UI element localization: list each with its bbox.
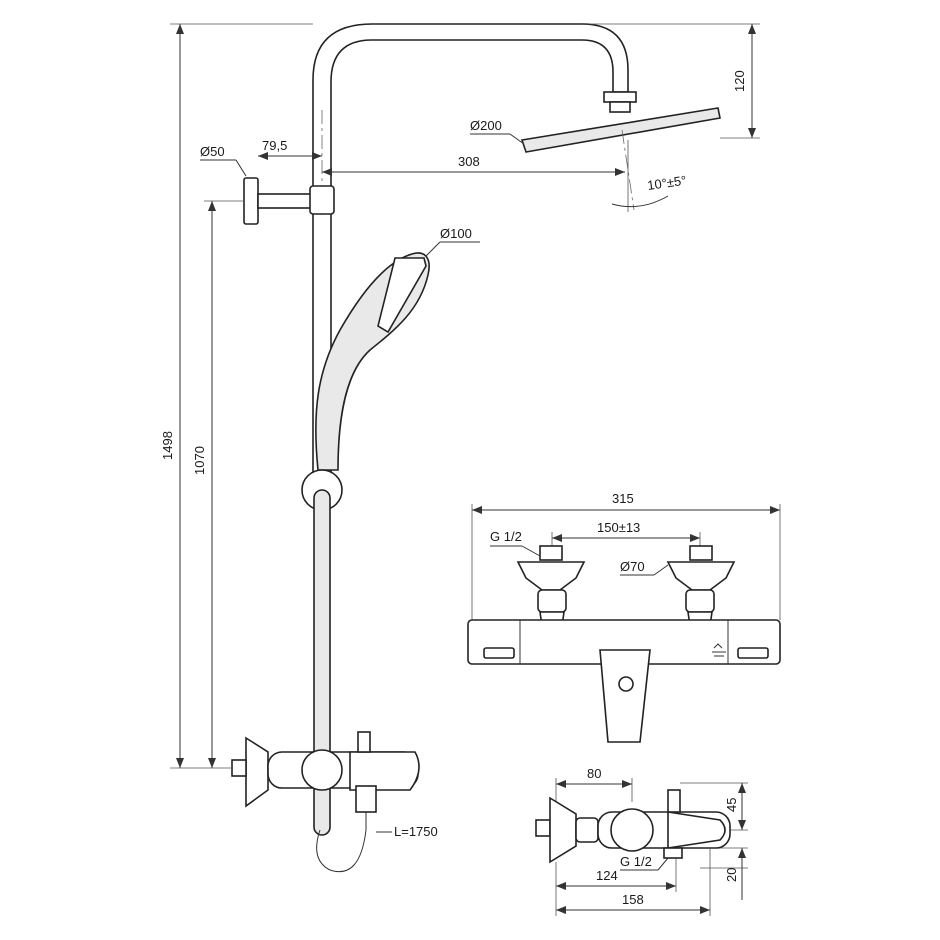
bath-spout <box>599 649 651 743</box>
left-inlet-thread <box>539 545 563 561</box>
wall-flange <box>243 177 259 225</box>
mixer-side-view: 80 45 20 G 1/2 124 <box>535 766 748 916</box>
left-handle-mark <box>483 647 515 659</box>
side-escutcheon <box>549 796 577 864</box>
side-depth-label: 80 <box>587 766 601 781</box>
hose-nut <box>355 785 377 813</box>
hand-shower-face <box>377 257 427 334</box>
right-handle-mark <box>737 647 769 659</box>
outlet-height-label: 1070 <box>192 446 207 475</box>
column-mixer-knob <box>301 749 343 791</box>
wall-flange-label: Ø50 <box>200 144 225 159</box>
head-neck <box>609 101 631 113</box>
side-nut <box>575 817 599 843</box>
hand-shower-label: Ø100 <box>440 226 472 241</box>
rain-shower-head <box>520 107 721 153</box>
column-escutcheon <box>245 736 269 808</box>
left-nut <box>537 589 567 613</box>
bracket-arm <box>257 193 315 209</box>
arm-reach-label: 308 <box>458 154 480 169</box>
head-drop-label: 120 <box>732 70 747 92</box>
side-spout <box>667 811 726 849</box>
bracket-clamp <box>309 185 335 215</box>
column-spout <box>349 751 420 791</box>
brand-logo-icon <box>712 643 726 657</box>
side-height-top-label: 45 <box>724 798 739 812</box>
side-outlet-thread <box>663 847 683 859</box>
column-inlet <box>231 759 247 777</box>
inlet-thread-label: G 1/2 <box>490 529 522 544</box>
hose-length-label: L=1750 <box>394 824 438 839</box>
diverter-button-icon <box>618 676 634 692</box>
right-nut <box>685 589 715 613</box>
total-height-label: 1498 <box>160 431 175 460</box>
side-depth-1-label: 124 <box>596 868 618 883</box>
head-swivel <box>603 91 637 103</box>
side-knob <box>610 808 654 852</box>
slide-rail <box>313 489 331 836</box>
escutcheon-label: Ø70 <box>620 559 645 574</box>
right-inlet-thread <box>689 545 713 561</box>
rain-head-label: Ø200 <box>470 118 502 133</box>
overhead-arm <box>312 23 629 481</box>
mixer-front-view: 315 150±13 G 1/2 Ø70 <box>467 491 781 743</box>
shower-hose <box>316 790 367 872</box>
bracket-offset-label: 79,5 <box>262 138 287 153</box>
mixer-width-label: 315 <box>612 491 634 506</box>
side-height-bottom-label: 20 <box>724 868 739 882</box>
inlet-spacing-label: 150±13 <box>597 520 640 535</box>
diverter <box>357 731 371 753</box>
shower-column <box>231 23 721 872</box>
side-thread-label: G 1/2 <box>620 854 652 869</box>
side-diverter <box>667 789 681 813</box>
left-dimensions: 1498 1070 Ø50 79,5 308 120 Ø200 <box>160 23 760 839</box>
side-depth-2-label: 158 <box>622 892 644 907</box>
right-escutcheon <box>666 561 736 591</box>
side-inlet <box>535 819 551 837</box>
left-escutcheon <box>516 561 586 591</box>
tilt-label: 10°±5° <box>646 173 687 193</box>
